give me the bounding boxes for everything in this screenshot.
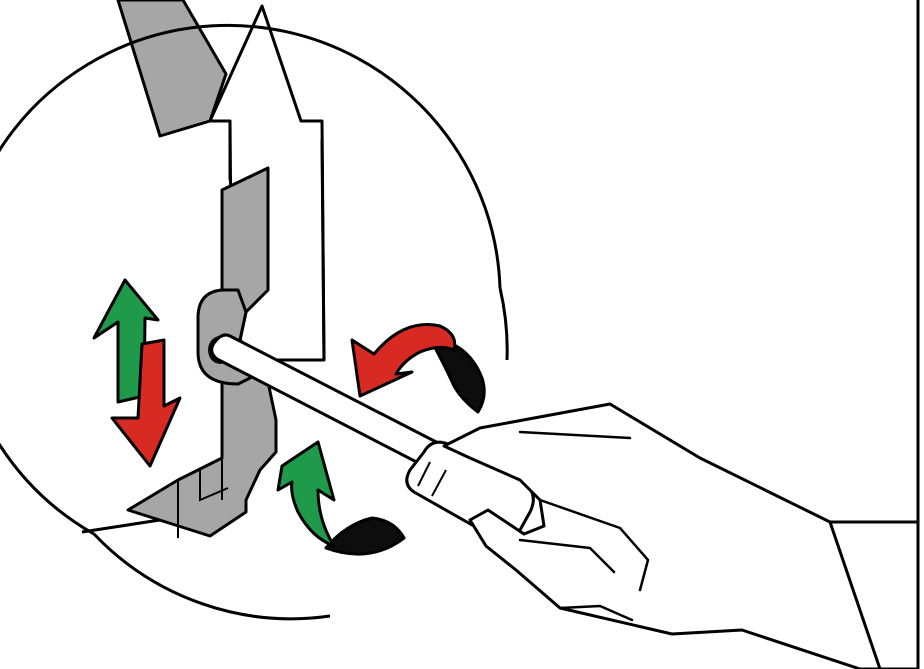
hand xyxy=(444,404,918,669)
rotate-ccw-arrow-icon xyxy=(352,325,484,412)
frame-edge-right xyxy=(322,140,324,360)
detail-circle-lower xyxy=(94,534,330,619)
up-down-arrows-icon xyxy=(94,280,180,466)
dark-arrow-tail-top xyxy=(430,338,484,412)
ground-line xyxy=(82,520,160,532)
red-rotate-arrow xyxy=(352,325,455,396)
green-rotate-arrow xyxy=(278,442,334,546)
grey-blade-top xyxy=(118,0,226,136)
rotate-up-arrow-icon xyxy=(278,442,404,554)
detail-circle-right xyxy=(500,288,507,360)
dark-arrow-tail-bottom xyxy=(326,518,404,554)
